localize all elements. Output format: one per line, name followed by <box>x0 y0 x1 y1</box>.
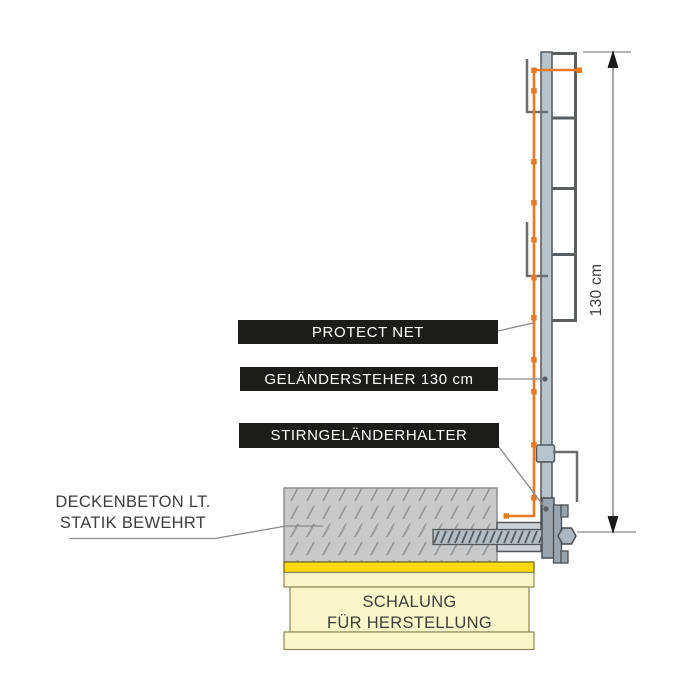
formwork-main-beam <box>289 586 530 633</box>
formwork-bottom-plank <box>283 631 535 651</box>
leader-deckenbeton <box>70 525 323 540</box>
callout-gelaendersteher: GELÄNDERSTEHER 130 cm <box>240 367 498 391</box>
net-hook-middle <box>525 222 548 278</box>
net-hooks <box>525 59 579 502</box>
anchor-assembly <box>432 521 561 553</box>
guardrail-post <box>535 51 577 564</box>
leader-dot <box>543 506 549 512</box>
callout-gelaendersteher-label: GELÄNDERSTEHER 130 cm <box>264 370 474 388</box>
holder-bottom-tab <box>560 550 569 564</box>
dimension-130cm <box>577 50 636 534</box>
formwork-stack <box>283 561 535 651</box>
formwork-yellow-board <box>283 561 535 574</box>
leader-stirngelaenderhalter <box>498 446 547 510</box>
callout-stirngelaenderhalter-label: STIRNGELÄNDERHALTER <box>270 427 468 444</box>
formwork-annotation: SCHALUNG FÜR HERSTELLUNG <box>290 592 529 634</box>
slab-annotation: DECKENBETON LT. STATIK BEWEHRT <box>38 492 228 534</box>
arrow-down-icon <box>607 516 619 534</box>
net-hook-top <box>525 59 548 114</box>
protect-net-fixing-dots <box>503 67 582 519</box>
dimension-value: 130 cm <box>588 263 605 317</box>
slab-annotation-line2: STATIK BEWEHRT <box>59 514 207 532</box>
post-collar <box>535 444 556 463</box>
protect-net-line <box>503 67 582 519</box>
formwork-annotation-line1: SCHALUNG <box>362 593 457 611</box>
holder-top-tab <box>560 504 569 518</box>
slab-annotation-line1: DECKENBETON LT. <box>55 493 211 511</box>
callout-stirngelaenderhalter: STIRNGELÄNDERHALTER <box>239 423 499 448</box>
concrete-hatch-pattern <box>284 488 497 562</box>
leader-lines <box>70 322 549 540</box>
callout-protect-net-label: PROTECT NET <box>311 323 425 341</box>
callout-protect-net: PROTECT NET <box>238 320 498 344</box>
net-hook-bottom-right <box>553 450 579 502</box>
formwork-annotation-line2: FÜR HERSTELLUNG <box>327 614 492 632</box>
net-frame <box>552 52 577 322</box>
hex-nut <box>557 527 577 545</box>
formwork-top-plank <box>283 571 535 588</box>
concrete-slab <box>283 487 498 563</box>
leader-protect-net <box>497 322 534 332</box>
protect-net-path <box>506 68 579 518</box>
rod-thread-pattern <box>433 529 545 545</box>
leader-dot <box>542 376 548 382</box>
arrow-up-icon <box>607 50 619 68</box>
